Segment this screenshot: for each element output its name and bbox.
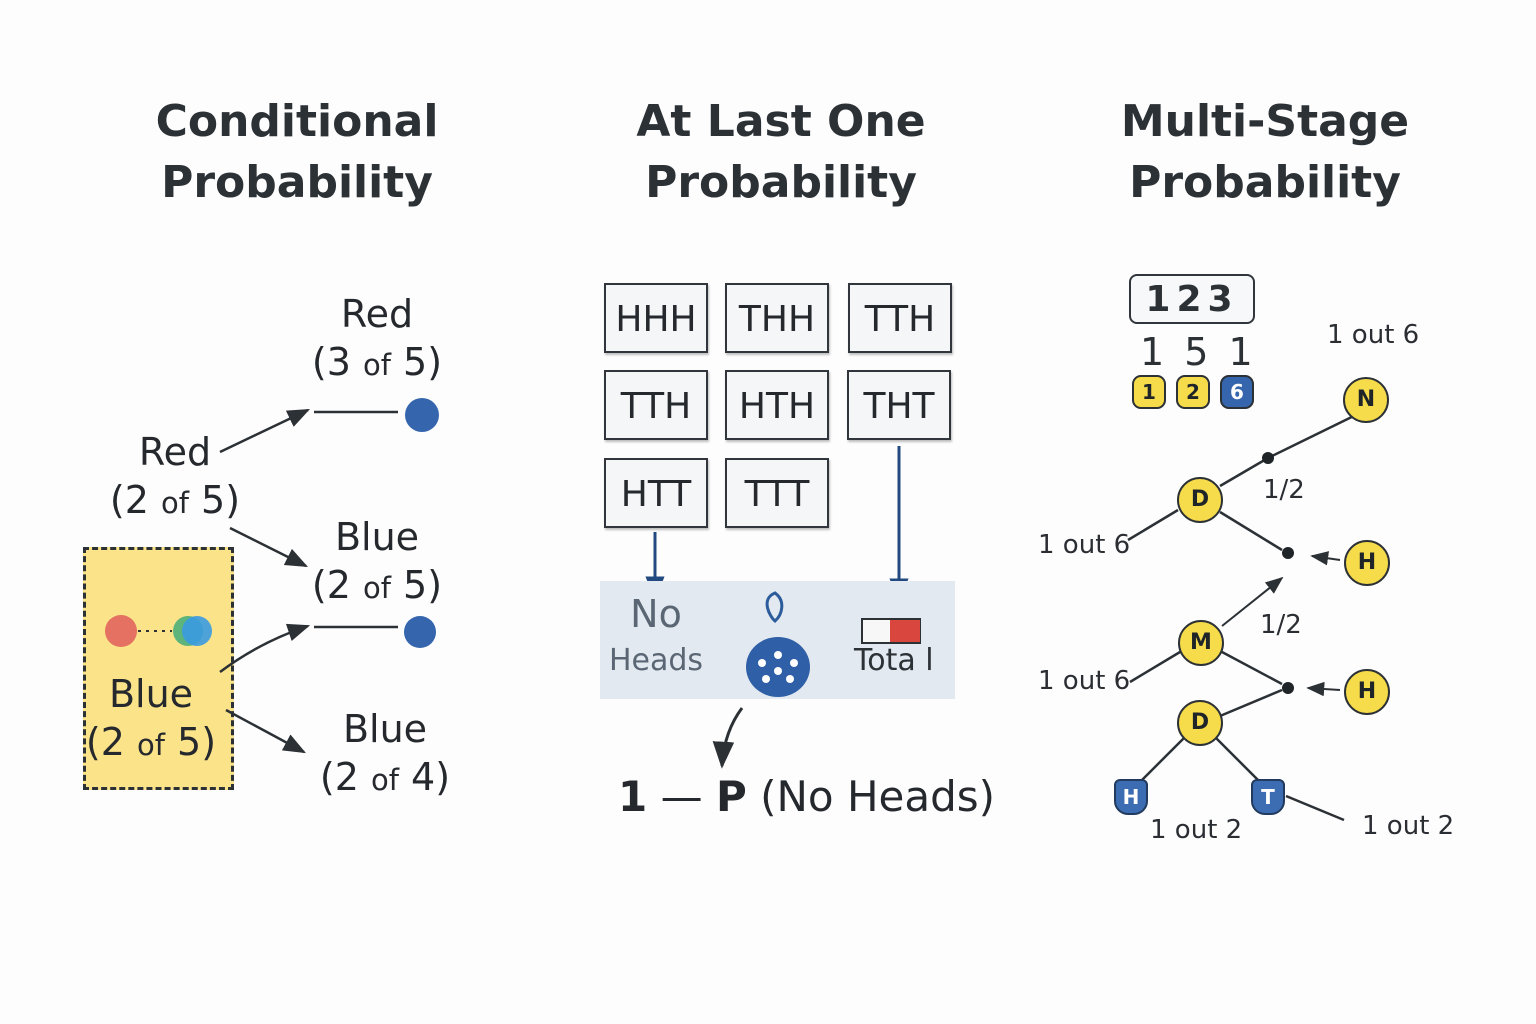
outcome-box: THT (847, 370, 951, 440)
label-bottom-left: 1 out 2 (1150, 815, 1243, 845)
title-multi-stage-line-1: Multi-Stage (1120, 96, 1410, 147)
outcome-box: HHH (604, 283, 708, 353)
arrow-highlight-to-blue-4 (225, 708, 306, 754)
apple-die-icon (746, 591, 810, 697)
die-1: 1 (1132, 375, 1166, 409)
formula-one: 1 (618, 772, 648, 821)
of-word: of (363, 571, 391, 605)
label-half-2: 1/2 (1260, 610, 1302, 640)
label-branch-red-name: Red (340, 292, 414, 336)
of-word: of (363, 348, 391, 382)
formula-rest: (No Heads) (760, 772, 996, 821)
tree-node-d: D (1177, 477, 1223, 523)
ball-red (105, 615, 137, 647)
title-conditional-line-1: Conditional (155, 96, 439, 147)
digits-below: 1 5 1 (1140, 330, 1257, 374)
title-multi-stage: Multi-Stage Probability (1080, 91, 1450, 213)
label-top-out: 1 out 6 (1327, 320, 1420, 350)
ball-blue-2 (404, 616, 436, 648)
of-word: of (137, 728, 165, 762)
title-multi-stage-line-2: Probability (1129, 157, 1401, 208)
digits-box: 123 (1129, 274, 1255, 324)
title-conditional-line-2: Probability (161, 157, 433, 208)
of-word: of (371, 763, 399, 797)
arrow-root-to-blue (229, 526, 309, 568)
no-heads-line-2: Heads (608, 643, 704, 678)
outcome-box: TTH (848, 283, 952, 353)
label-branch-red-count: (3 of 5) (311, 340, 443, 384)
label-half-1: 1/2 (1263, 475, 1305, 505)
label-bottom-right: 1 out 2 (1362, 811, 1455, 841)
label-root-red-name: Red (138, 430, 212, 474)
label-branch-blue: Blue (2 of 5) (300, 513, 454, 612)
junction-dot-1 (1262, 452, 1274, 464)
label-root-red: Red (2 of 5) (100, 428, 250, 527)
arrow-highlight-to-blue (219, 623, 311, 674)
label-branch-blue-4: Blue (2 of 4) (306, 705, 464, 804)
of-word: of (161, 486, 189, 520)
label-branch-blue-count: (2 of 5) (311, 563, 443, 607)
formula-minus: — (660, 772, 703, 821)
arrow-root-to-red (219, 408, 311, 454)
label-highlight-blue-name: Blue (108, 672, 194, 716)
die-6: 6 (1220, 375, 1254, 409)
no-heads-label: No Heads (608, 591, 704, 685)
tree-node-n: N (1343, 377, 1389, 423)
arrow-to-formula (712, 707, 744, 769)
outcome-box: TTH (604, 370, 708, 440)
battery-icon (861, 618, 921, 644)
tree-node-h: H (1344, 540, 1390, 586)
label-root-red-count: (2 of 5) (109, 478, 241, 522)
outcome-box: HTH (725, 370, 829, 440)
label-branch-red: Red (3 of 5) (300, 290, 454, 389)
label-highlight-blue-count: (2 of 5) (85, 720, 217, 764)
label-branch-blue-4-name: Blue (342, 707, 428, 751)
ball-blue-1 (405, 398, 439, 432)
formula: 1 — P (No Heads) (618, 772, 995, 821)
junction-dot-3 (1282, 682, 1294, 694)
no-heads-panel: No Heads Tota l (600, 581, 955, 699)
outcome-box: THH (725, 283, 829, 353)
formula-p: P (715, 772, 747, 821)
outcome-box: HTT (604, 458, 708, 528)
leaf-t: T (1251, 779, 1285, 815)
tree-node-d: D (1177, 700, 1223, 746)
leaf-h: H (1114, 779, 1148, 815)
title-at-least-one-line-2: Probability (645, 157, 917, 208)
die-2: 2 (1176, 375, 1210, 409)
no-heads-line-1: No (630, 592, 682, 636)
total-label: Tota l (854, 643, 934, 678)
label-branch-blue-name: Blue (334, 515, 420, 559)
title-conditional: Conditional Probability (120, 91, 474, 213)
label-highlight-blue: Blue (2 of 5) (76, 670, 226, 769)
highlight-box (83, 547, 234, 790)
tree-node-m: M (1178, 620, 1224, 666)
title-at-least-one-line-1: At Last One (636, 96, 926, 147)
junction-dot-2 (1282, 547, 1294, 559)
ball-light-blue (182, 616, 212, 646)
label-left-2: 1 out 6 (1038, 666, 1131, 696)
label-branch-blue-4-count: (2 of 4) (319, 755, 451, 799)
outcome-box: TTT (725, 458, 829, 528)
tree-node-h: H (1344, 669, 1390, 715)
title-at-least-one: At Last One Probability (600, 91, 962, 213)
label-left-1: 1 out 6 (1038, 530, 1131, 560)
